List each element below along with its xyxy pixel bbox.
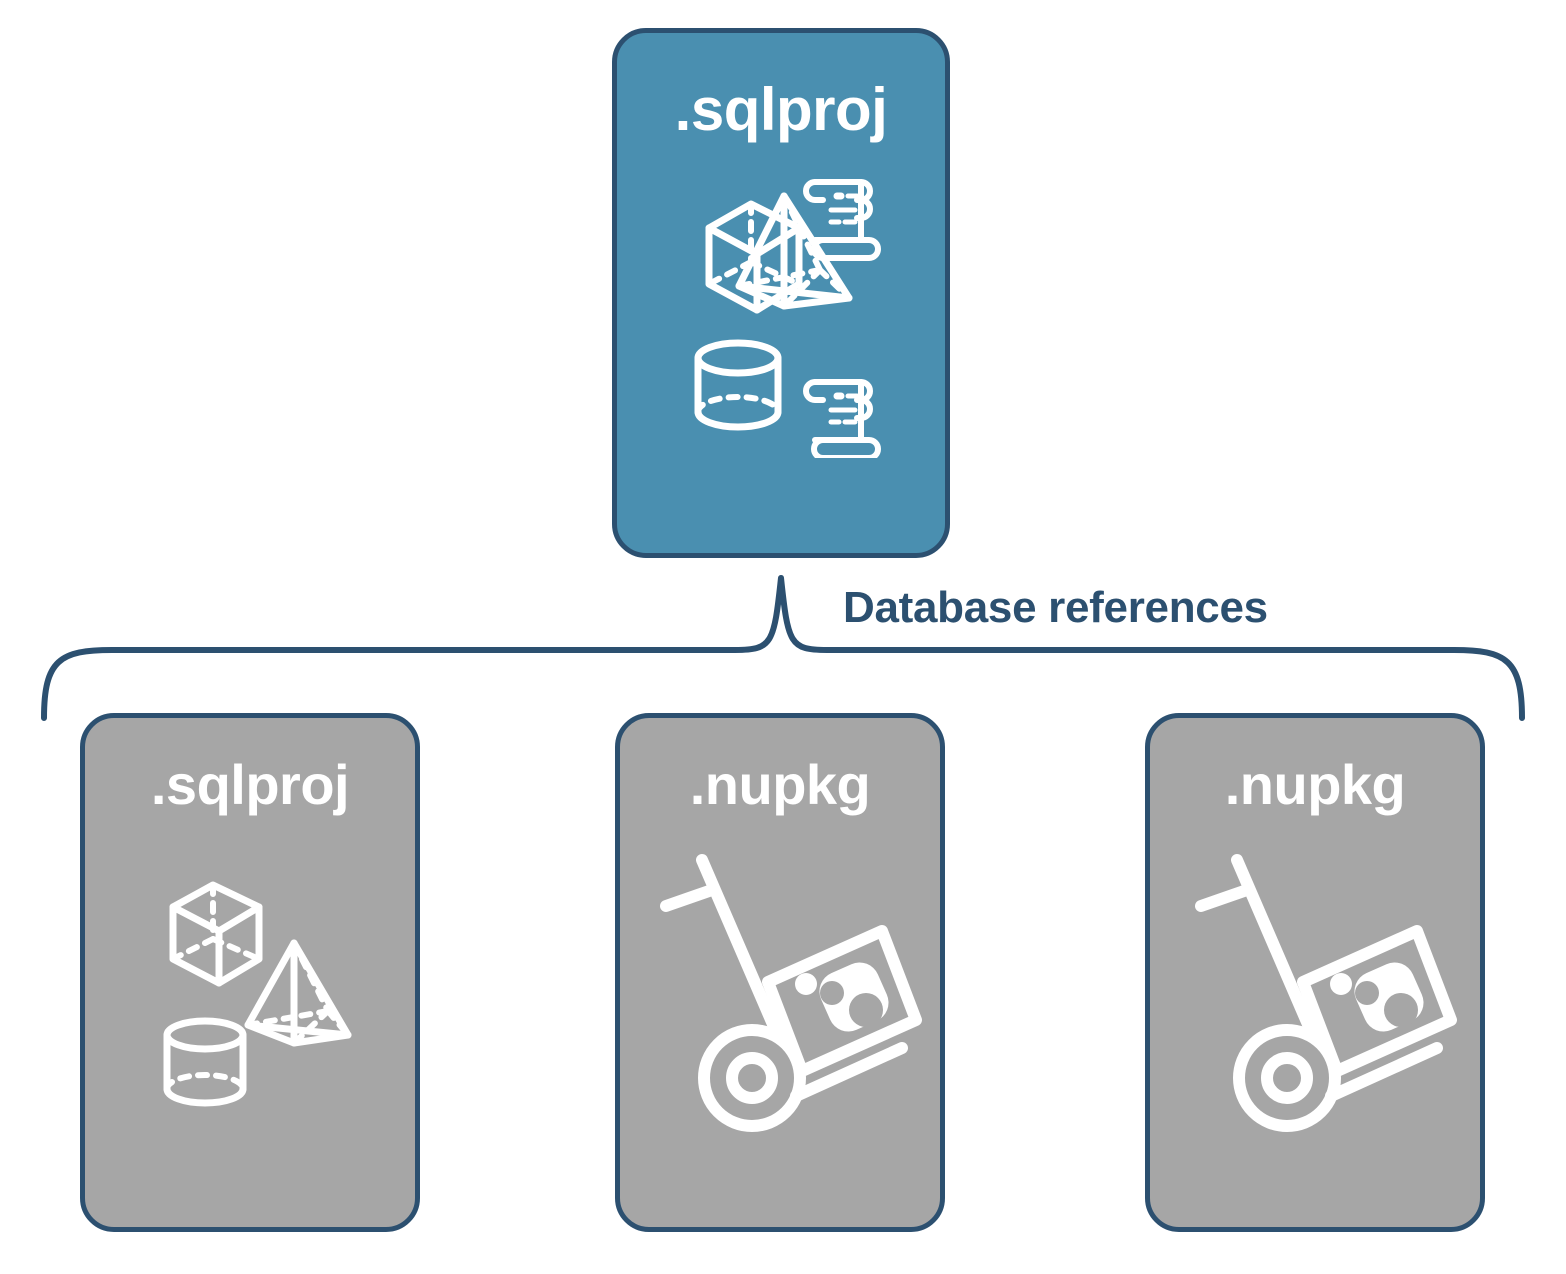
scroll-script-icon	[803, 379, 881, 461]
child-sqlproj-icon-group	[85, 863, 425, 1143]
root-node-label: .sqlproj	[674, 76, 888, 143]
root-node-icon-group	[617, 158, 955, 461]
child-node-sqlproj[interactable]: .sqlproj	[80, 713, 420, 1232]
child-nupkg-icon-group-1	[620, 838, 950, 1138]
hand-truck-icons-svg-2	[1195, 854, 1457, 1132]
scroll-script-icon	[803, 179, 881, 261]
child-nupkg-icon-group-2	[1155, 838, 1485, 1138]
hand-truck-package-icon	[660, 854, 922, 1132]
child-node-label: .sqlproj	[150, 753, 350, 816]
child-node-label: .nupkg	[1224, 753, 1406, 816]
brace-label: Database references	[843, 583, 1268, 632]
pyramid-wireframe-icon	[244, 939, 352, 1047]
cube-wireframe-icon	[169, 881, 263, 987]
child-node-nupkg-1[interactable]: .nupkg	[615, 713, 945, 1232]
cylinder-wireframe-icon	[163, 1017, 247, 1107]
brace-path	[41, 575, 1525, 721]
child-sqlproj-icons-svg	[163, 881, 352, 1107]
root-node-sqlproj[interactable]: .sqlproj	[612, 28, 950, 558]
root-icons-svg	[694, 179, 881, 461]
cube-wireframe-icon	[705, 200, 803, 314]
cylinder-wireframe-icon	[694, 339, 782, 431]
hand-truck-package-icon	[1195, 854, 1457, 1132]
child-node-label: .nupkg	[689, 753, 871, 816]
child-node-nupkg-2[interactable]: .nupkg	[1145, 713, 1485, 1232]
hand-truck-icons-svg-1	[660, 854, 922, 1132]
pyramid-wireframe-icon	[735, 192, 853, 310]
